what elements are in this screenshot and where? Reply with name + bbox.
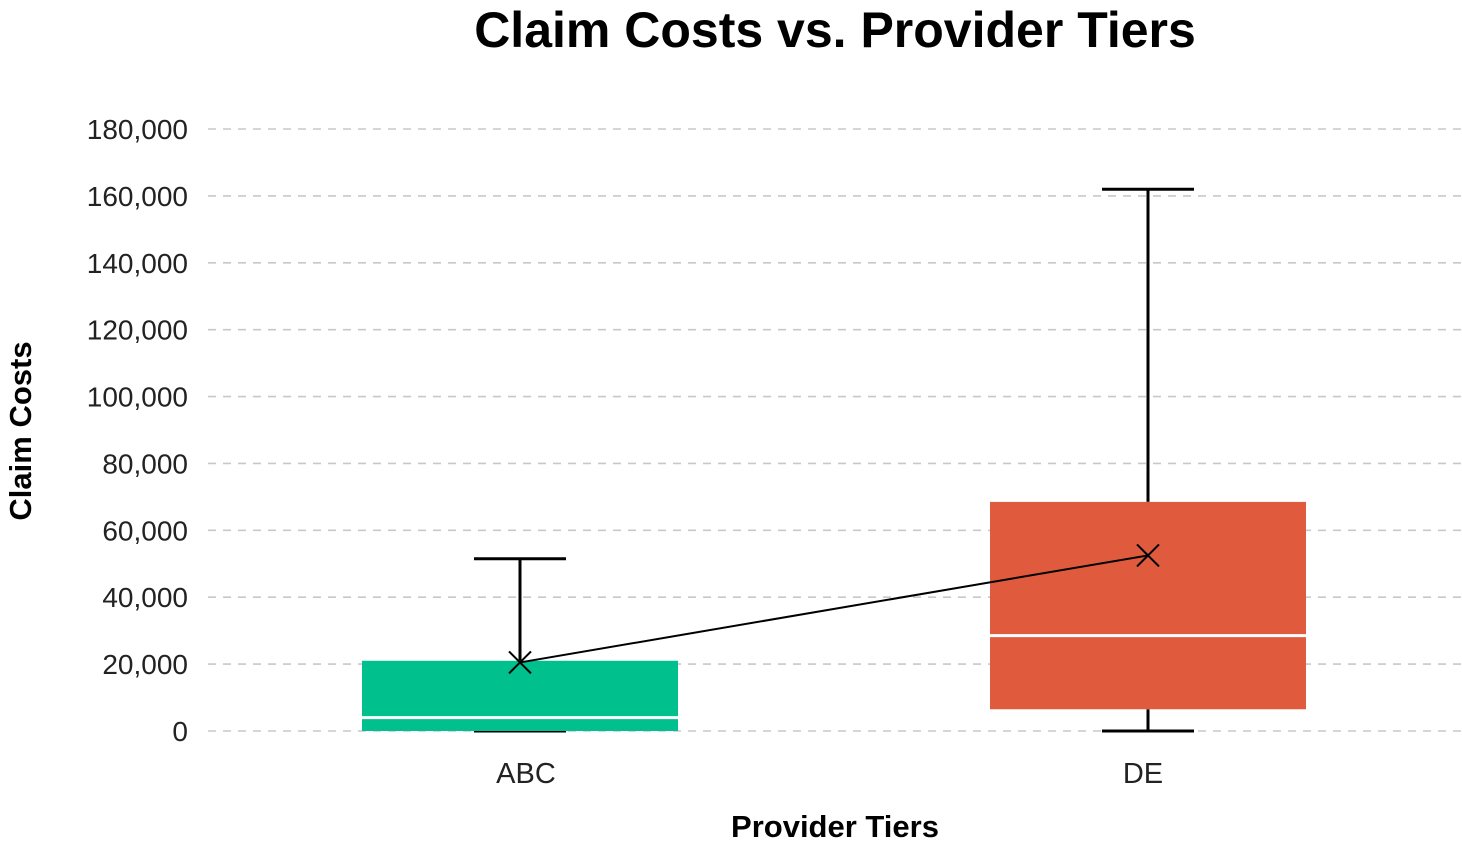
box-de bbox=[990, 187, 1306, 733]
box-body bbox=[990, 501, 1306, 710]
y-tick-label: 0 bbox=[172, 716, 188, 747]
mean-marker-stroke bbox=[508, 650, 532, 675]
y-tick-label: 60,000 bbox=[102, 515, 188, 546]
chart-title: Claim Costs vs. Provider Tiers bbox=[474, 2, 1196, 58]
y-tick-label: 140,000 bbox=[87, 248, 188, 279]
mean-marker bbox=[1136, 543, 1160, 568]
mean-marker-stroke bbox=[1136, 543, 1160, 568]
y-tick-label: 20,000 bbox=[102, 649, 188, 680]
y-tick-label: 160,000 bbox=[87, 181, 188, 212]
x-axis-title: Provider Tiers bbox=[731, 809, 939, 844]
y-tick-label: 100,000 bbox=[87, 382, 188, 413]
x-axis-categories: ABC DE bbox=[496, 758, 1163, 790]
box-body bbox=[362, 660, 678, 731]
box-abc bbox=[362, 557, 678, 733]
boxes bbox=[362, 187, 1306, 733]
y-tick-label: 40,000 bbox=[102, 582, 188, 613]
y-tick-label: 120,000 bbox=[87, 315, 188, 346]
mean-line bbox=[519, 554, 1149, 664]
y-tick-label: 80,000 bbox=[102, 448, 188, 479]
x-category-label: ABC bbox=[496, 758, 556, 790]
mean-markers bbox=[508, 543, 1160, 675]
y-axis-title: Claim Costs bbox=[3, 341, 38, 520]
mean-marker bbox=[508, 650, 532, 675]
y-tick-label: 180,000 bbox=[87, 114, 188, 145]
y-axis-ticks: 0 20,000 40,000 60,000 80,000 100,000 120,000 1… bbox=[87, 114, 188, 747]
x-category-label: DE bbox=[1123, 758, 1163, 790]
